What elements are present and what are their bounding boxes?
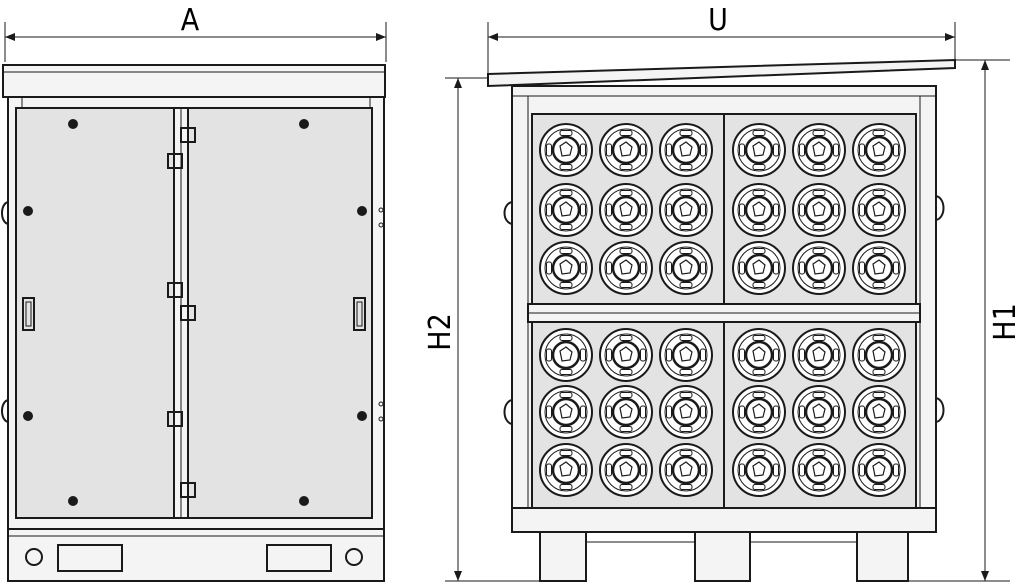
socket-array <box>539 123 906 497</box>
socket <box>792 385 846 439</box>
socket <box>852 123 906 177</box>
socket <box>792 183 846 237</box>
dimension-a-label: A <box>181 3 200 38</box>
socket <box>852 443 906 497</box>
socket <box>599 241 653 295</box>
socket <box>539 385 593 439</box>
front-side-handles <box>1 201 384 423</box>
dimension-h1-label: H1 <box>988 303 1023 340</box>
socket <box>732 328 786 382</box>
front-view: A <box>1 3 387 582</box>
socket <box>659 328 713 382</box>
dimension-u: U <box>487 3 956 74</box>
socket <box>659 123 713 177</box>
socket <box>732 183 786 237</box>
socket <box>732 443 786 497</box>
socket <box>659 385 713 439</box>
dimension-h2-label: H2 <box>423 313 458 350</box>
dimension-u-label: U <box>708 3 728 38</box>
front-right-door <box>187 107 373 519</box>
socket <box>732 123 786 177</box>
socket <box>599 183 653 237</box>
dimension-a: A <box>4 3 387 62</box>
socket <box>659 443 713 497</box>
front-roof <box>2 64 386 98</box>
side-roof <box>487 58 956 88</box>
front-left-door <box>15 107 175 519</box>
socket <box>792 123 846 177</box>
socket <box>539 443 593 497</box>
socket <box>599 328 653 382</box>
socket <box>599 385 653 439</box>
dimension-h1: H1 <box>908 59 1023 582</box>
front-base <box>7 528 385 582</box>
side-base <box>511 507 937 582</box>
socket <box>659 241 713 295</box>
socket <box>852 183 906 237</box>
socket <box>852 385 906 439</box>
front-center-post <box>167 107 196 519</box>
socket <box>539 328 593 382</box>
socket <box>599 443 653 497</box>
side-view: U H2 H1 <box>423 3 1023 582</box>
socket <box>599 123 653 177</box>
socket <box>792 328 846 382</box>
socket <box>852 328 906 382</box>
socket <box>659 183 713 237</box>
socket <box>539 241 593 295</box>
socket <box>732 385 786 439</box>
socket <box>539 183 593 237</box>
side-knobs <box>503 195 945 425</box>
socket <box>539 123 593 177</box>
socket <box>732 241 786 295</box>
socket <box>852 241 906 295</box>
socket <box>792 443 846 497</box>
socket <box>792 241 846 295</box>
